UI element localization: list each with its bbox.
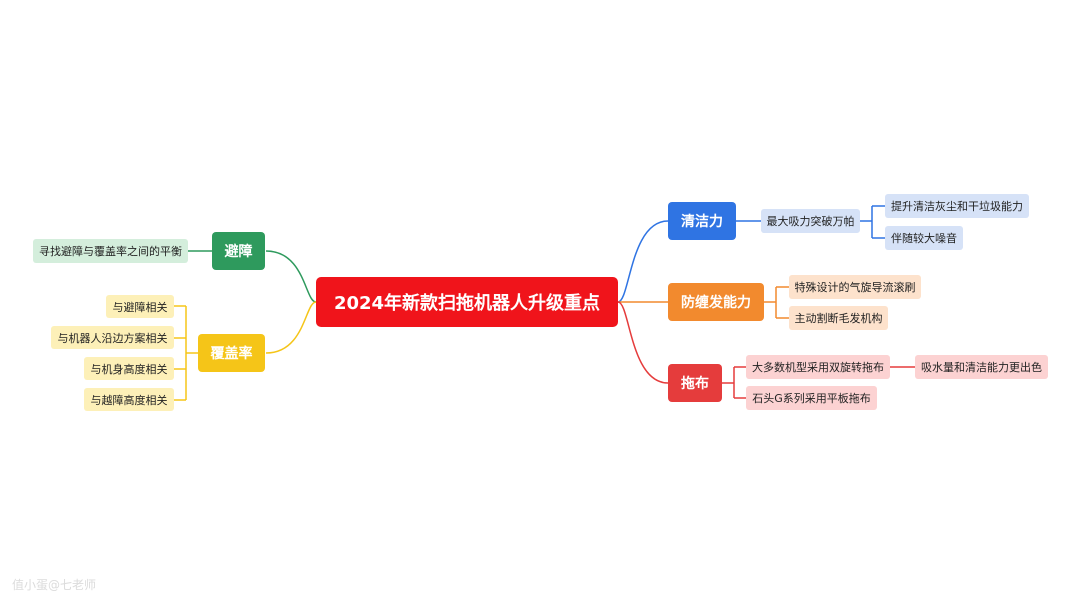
branch-clean[interactable]: 清洁力 bbox=[668, 202, 736, 240]
clean-leaf-noise[interactable]: 伴随较大噪音 bbox=[885, 226, 963, 250]
link-root-clean bbox=[617, 220, 669, 303]
branch-coverage[interactable]: 覆盖率 bbox=[198, 334, 265, 372]
link-root-avoid bbox=[265, 250, 317, 303]
clean-leaf-suction[interactable]: 最大吸力突破万帕 bbox=[761, 209, 860, 233]
mop-leaf-flat[interactable]: 石头G系列采用平板拖布 bbox=[746, 386, 877, 410]
mop-leaf-dual-rotary[interactable]: 大多数机型采用双旋转拖布 bbox=[746, 355, 890, 379]
avoid-leaf-balance[interactable]: 寻找避障与覆盖率之间的平衡 bbox=[33, 239, 188, 263]
coverage-leaf-height[interactable]: 与机身高度相关 bbox=[84, 357, 174, 380]
tangle-leaf-brush[interactable]: 特殊设计的气旋导流滚刷 bbox=[789, 275, 921, 299]
coverage-leaf-edge[interactable]: 与机器人沿边方案相关 bbox=[51, 326, 174, 349]
link-coverage-leaves bbox=[174, 305, 198, 401]
link-root-mop bbox=[617, 301, 669, 384]
branch-tangle[interactable]: 防缠发能力 bbox=[668, 283, 764, 321]
watermark: 值小蛋@七老师 bbox=[12, 578, 97, 592]
link-tangle-leaves bbox=[764, 286, 789, 319]
coverage-leaf-climb[interactable]: 与越障高度相关 bbox=[84, 388, 174, 411]
link-mop-leaves bbox=[722, 366, 746, 399]
tangle-leaf-cutter[interactable]: 主动割断毛发机构 bbox=[789, 306, 888, 330]
link-root-coverage bbox=[265, 301, 317, 354]
clean-leaf-dust[interactable]: 提升清洁灰尘和干垃圾能力 bbox=[885, 194, 1029, 218]
branch-mop[interactable]: 拖布 bbox=[668, 364, 722, 402]
root-topic[interactable]: 2024年新款扫拖机器人升级重点 bbox=[316, 277, 618, 327]
link-clean-grandchildren bbox=[860, 205, 885, 239]
mop-leaf-absorb[interactable]: 吸水量和清洁能力更出色 bbox=[915, 355, 1048, 379]
coverage-leaf-avoid[interactable]: 与避障相关 bbox=[106, 295, 174, 318]
branch-avoid[interactable]: 避障 bbox=[212, 232, 265, 270]
